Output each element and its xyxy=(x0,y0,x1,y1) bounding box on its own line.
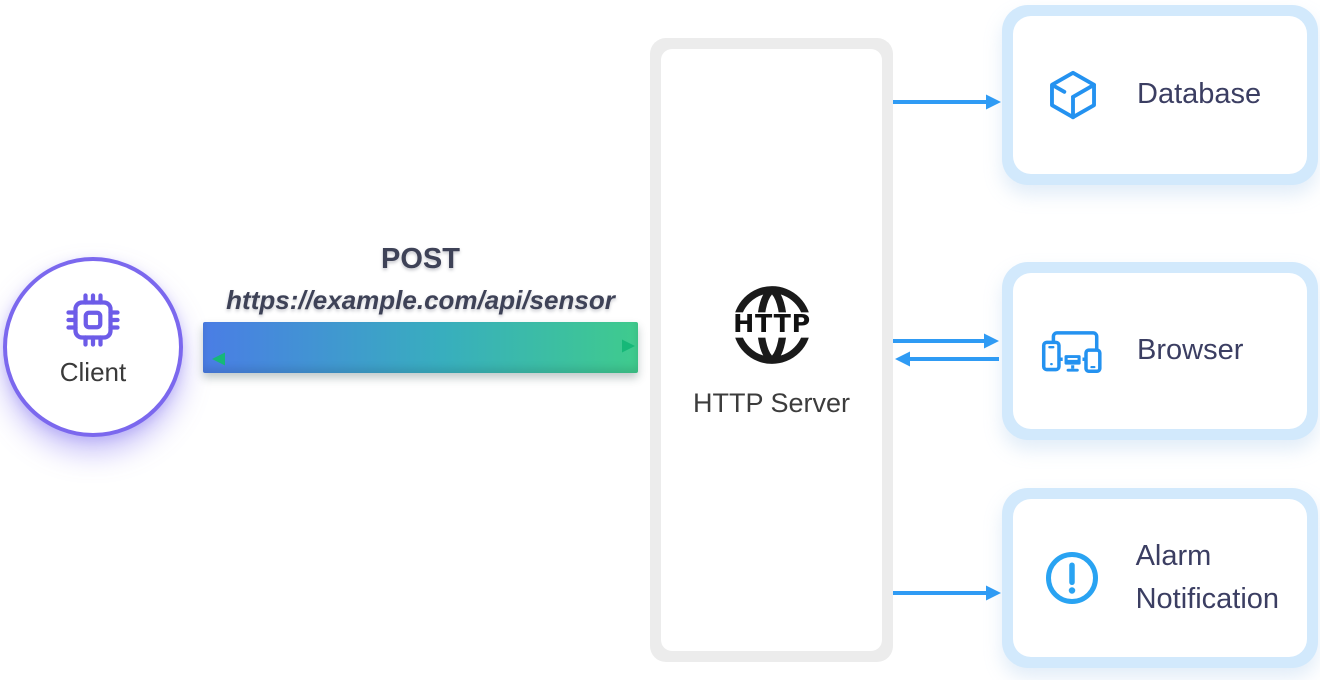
http-server-card xyxy=(661,49,882,651)
cube-icon xyxy=(1039,66,1107,124)
browser-label: Browser xyxy=(1137,334,1244,367)
alarm-notification-node: Alarm Notification xyxy=(1002,488,1318,668)
alarm-notification-label: Alarm Notification xyxy=(1135,539,1280,616)
devices-icon xyxy=(1039,324,1107,378)
arrow-server-to-alarm xyxy=(893,585,1001,601)
browser-node: Browser xyxy=(1002,262,1318,440)
response-arrow-left xyxy=(212,352,636,366)
arrow-server-to-database xyxy=(893,94,1001,110)
client-node: Client xyxy=(3,257,183,437)
arrow-browser-to-server xyxy=(895,351,999,367)
http-server-label: HTTP Server xyxy=(692,388,851,418)
http-server-node: HTTP HTTP Server xyxy=(650,38,893,662)
alert-circle-icon xyxy=(1039,548,1106,608)
globe-icon-text: HTTP xyxy=(733,309,811,338)
database-card: Database xyxy=(1013,16,1307,174)
request-response-band xyxy=(203,322,638,373)
alarm-notification-card: Alarm Notification xyxy=(1013,499,1307,657)
chip-icon xyxy=(66,293,120,347)
band-arrows xyxy=(207,339,636,366)
request-url-label: https://example.com/api/sensor xyxy=(226,285,615,315)
database-node: Database xyxy=(1002,5,1318,185)
request-arrow-right xyxy=(207,339,635,353)
browser-card: Browser xyxy=(1013,273,1307,429)
arrow-server-to-browser xyxy=(893,333,999,349)
database-label: Database xyxy=(1137,78,1262,111)
globe-http-icon: HTTP xyxy=(727,286,816,364)
client-label: Client xyxy=(59,357,127,387)
client-node-content: Client xyxy=(60,290,126,388)
request-method-label: POST xyxy=(381,243,460,275)
